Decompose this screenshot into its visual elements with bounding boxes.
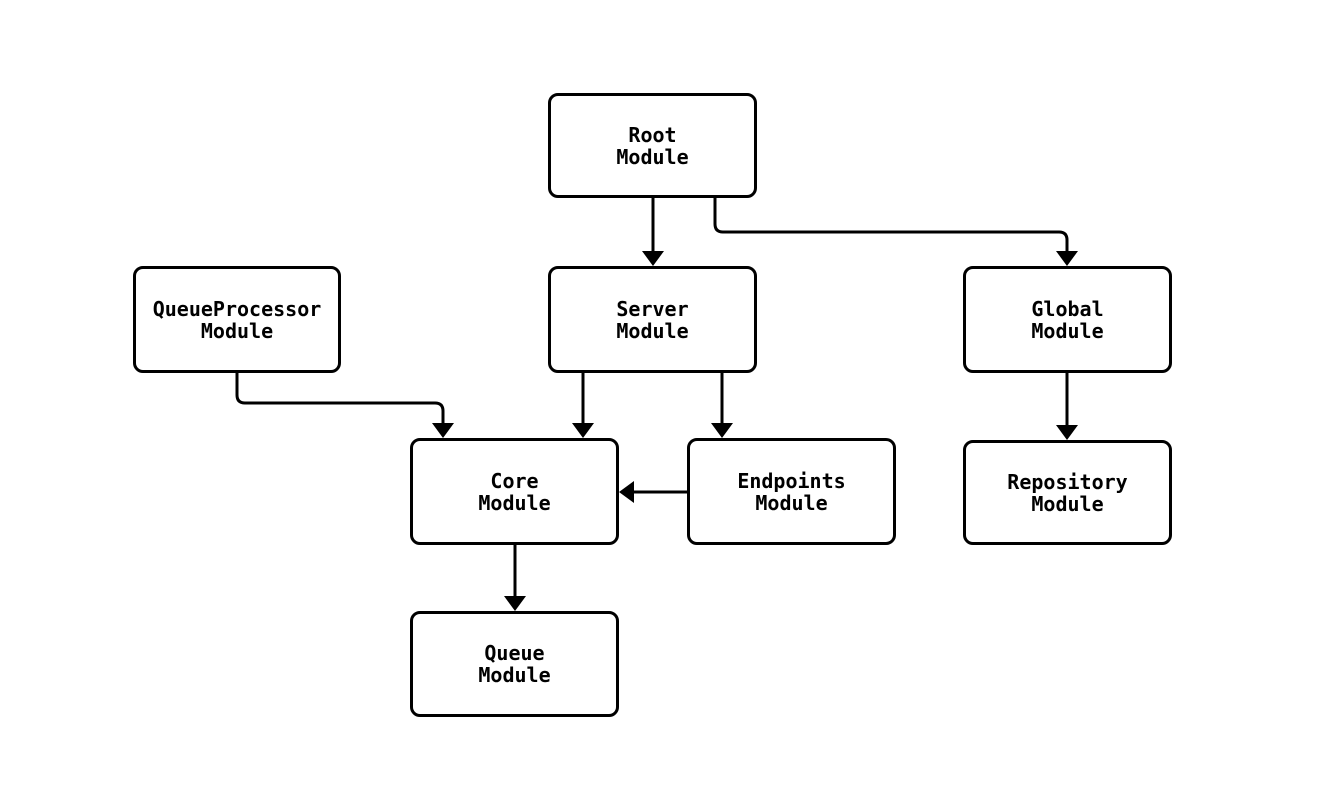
node-label-line: Module — [616, 144, 689, 169]
edge-root-to-server — [642, 198, 664, 266]
node-root-module: Root Module — [548, 93, 757, 198]
edge-server-to-endpoints — [711, 373, 733, 438]
edge-root-to-global — [713, 198, 1078, 266]
edge-server-to-core — [572, 373, 594, 438]
node-label-line: Server — [616, 296, 689, 321]
arrowhead — [1056, 425, 1078, 440]
edge-line — [713, 198, 1069, 253]
node-label-line: Module — [478, 490, 551, 515]
arrowhead — [432, 423, 454, 438]
arrowhead — [572, 423, 594, 438]
arrowhead — [619, 481, 634, 503]
arrowhead — [711, 423, 733, 438]
node-queue-module: Queue Module — [410, 611, 619, 717]
node-label-line: Repository — [1007, 469, 1128, 494]
arrowhead — [504, 596, 526, 611]
node-label-line: Global — [1031, 296, 1104, 321]
edge-line — [235, 372, 445, 425]
node-label-line: Module — [1031, 318, 1104, 343]
node-label-line: Module — [1031, 491, 1104, 516]
node-label-line: Root — [628, 122, 677, 147]
node-label-line: Module — [200, 318, 274, 343]
node-server-module: Server Module — [548, 266, 757, 373]
node-label-line: Endpoints — [737, 468, 846, 493]
node-queueprocessor-module: QueueProcessor Module — [133, 266, 341, 373]
node-label-line: Module — [478, 663, 551, 687]
node-repository-module: Repository Module — [963, 440, 1172, 545]
node-label-line: Core — [490, 468, 539, 493]
node-global-module: Global Module — [963, 266, 1172, 373]
node-label-line: Module — [616, 318, 689, 343]
edge-core-to-queue — [504, 545, 526, 611]
edge-queueprocessor-to-core — [235, 372, 454, 438]
arrowhead — [1056, 251, 1078, 266]
node-label-line: QueueProcessor — [152, 296, 322, 321]
arrowhead — [642, 251, 664, 266]
edge-endpoints-to-core — [619, 481, 687, 503]
node-label-line: Module — [755, 490, 828, 515]
node-label-line: Queue — [484, 641, 545, 665]
edge-global-to-repository — [1056, 373, 1078, 440]
node-endpoints-module: Endpoints Module — [687, 438, 896, 545]
node-core-module: Core Module — [410, 438, 619, 545]
